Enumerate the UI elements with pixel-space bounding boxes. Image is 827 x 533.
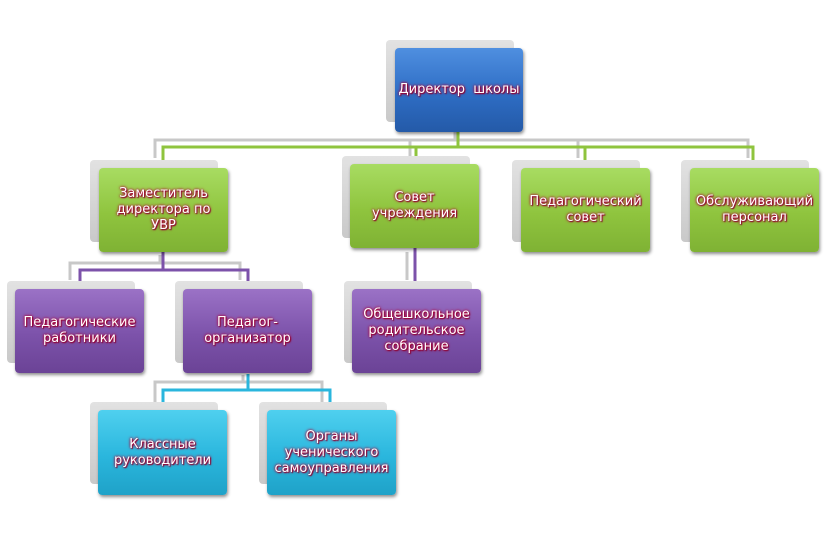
director-label: Директор школы [398,82,520,97]
ped-organizer-label: Педагог-организатор [204,315,291,346]
ped-council-box: Педагогический совет [521,168,650,252]
connector-shadow-organizer [153,375,245,402]
ped-workers-box: Педагогические работники [15,289,144,373]
connector-shadow-deputy-right [160,261,242,280]
director-box: Директор школы [395,48,523,132]
class-teachers-box: Классные руководители [98,410,227,495]
council-label: Совет учреждения [371,190,458,221]
connector-shadow-director-right [455,138,750,158]
class-teachers-label: Классные руководители [113,436,212,468]
ped-workers-label: Педагогические работники [23,315,136,346]
connector-organizer-classteachers [161,374,250,410]
connector-director-deputy [161,132,460,167]
connector-shadow-director-level2 [153,130,457,158]
deputy-box: Заместитель директора по УВР [99,168,228,252]
parent-meeting-box: Общешкольное родительское собрание [352,289,481,373]
service-staff-box: Обслуживающий персонал [690,168,819,252]
connector-deputy-pedworkers [78,250,165,288]
deputy-label: Заместитель директора по УВР [116,186,211,233]
service-staff-label: Обслуживающий персонал [695,194,814,225]
connector-shadow-organizer-right [243,380,324,402]
ped-council-label: Педагогический совет [529,194,642,225]
ped-organizer-box: Педагог-организатор [183,289,312,373]
student-government-box: Органы ученического самоуправления [267,410,396,495]
student-government-label: Органы ученического самоуправления [274,428,389,476]
parent-meeting-label: Общешкольное родительское собрание [363,307,470,354]
connector-shadow-deputy [68,255,162,280]
council-box: Совет учреждения [350,164,479,248]
